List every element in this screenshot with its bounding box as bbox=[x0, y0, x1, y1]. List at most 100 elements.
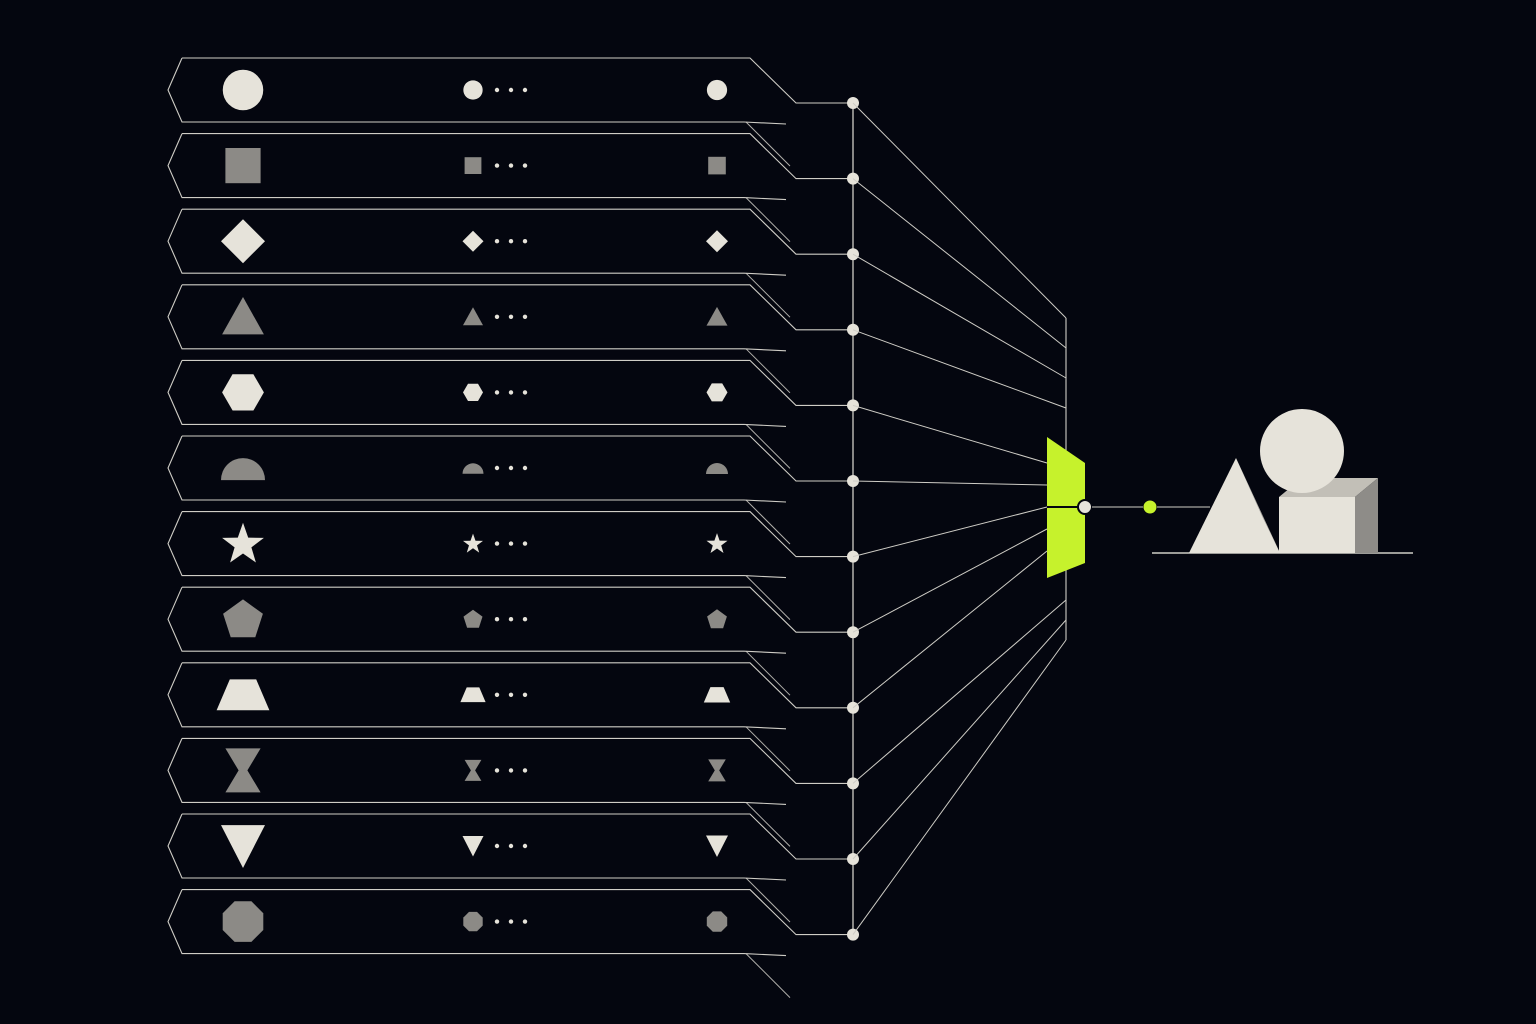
row-banner-bevel bbox=[745, 272, 791, 318]
input-row bbox=[167, 737, 853, 847]
inverted-triangle-icon bbox=[706, 835, 728, 857]
octagon-icon bbox=[706, 911, 728, 932]
ellipsis-dot bbox=[494, 163, 500, 168]
hourglass-icon bbox=[225, 748, 261, 793]
cube-side-face bbox=[1355, 478, 1378, 553]
row-banner-bottom-edge bbox=[167, 133, 787, 201]
hourglass-icon bbox=[708, 759, 726, 782]
circle-icon bbox=[222, 69, 264, 111]
ellipsis-dot bbox=[522, 239, 528, 244]
input-row bbox=[167, 133, 853, 242]
hourglass-icon bbox=[464, 759, 482, 781]
ellipsis-dot bbox=[522, 390, 528, 395]
ellipsis-dot bbox=[508, 541, 514, 546]
pentagon-icon bbox=[463, 609, 483, 628]
cube-icon bbox=[1279, 497, 1355, 553]
ellipsis-dot bbox=[522, 617, 528, 622]
circle-icon bbox=[463, 80, 483, 100]
half-circle-icon bbox=[462, 463, 484, 474]
octagon-icon bbox=[463, 911, 483, 932]
row-banner-top-edge bbox=[182, 586, 853, 633]
ellipsis-dot bbox=[522, 692, 528, 697]
ellipsis-dot bbox=[508, 390, 514, 395]
fan-in-lines bbox=[852, 102, 1067, 935]
ellipsis-dot bbox=[494, 239, 500, 244]
ellipsis-dot bbox=[508, 87, 514, 93]
triangle-icon bbox=[463, 307, 483, 326]
row-banner-bottom-edge bbox=[167, 360, 787, 427]
star-icon bbox=[222, 522, 264, 563]
octagon-icon bbox=[463, 911, 483, 932]
square-icon bbox=[464, 157, 482, 174]
fan-in-line bbox=[852, 528, 1048, 633]
ellipsis-dot bbox=[494, 692, 500, 697]
input-row bbox=[167, 57, 853, 167]
ellipsis-dot bbox=[494, 843, 500, 849]
hexagon-icon bbox=[706, 383, 728, 402]
row-banner-top-edge bbox=[182, 208, 853, 255]
ellipsis-dot bbox=[494, 390, 500, 395]
input-row bbox=[167, 586, 853, 696]
fan-in-line bbox=[852, 178, 1067, 349]
row-banner-bevel bbox=[745, 953, 791, 998]
fan-in-line bbox=[852, 480, 1048, 486]
hexagon-icon bbox=[706, 383, 728, 402]
pentagon-icon bbox=[463, 609, 483, 628]
ellipsis-dot bbox=[508, 768, 514, 773]
input-row bbox=[167, 435, 853, 545]
ellipsis-dot bbox=[494, 768, 500, 773]
row-banner-bevel bbox=[745, 197, 791, 242]
input-row bbox=[167, 511, 853, 620]
half-circle-icon bbox=[221, 458, 265, 481]
sphere-icon bbox=[1260, 409, 1344, 493]
ellipsis-dot bbox=[522, 541, 528, 546]
ellipsis-dot bbox=[508, 465, 514, 471]
trapezoid-icon bbox=[703, 687, 731, 703]
row-banner-top-edge bbox=[182, 889, 853, 936]
row-banner-bottom-edge bbox=[167, 586, 787, 654]
ellipsis-dot bbox=[508, 919, 514, 924]
ellipsis-dot bbox=[522, 87, 528, 93]
connector-bus bbox=[847, 97, 859, 941]
fan-in-line bbox=[852, 404, 1048, 464]
ellipsis-dot bbox=[508, 692, 514, 697]
half-circle-icon bbox=[221, 458, 265, 481]
triangle-icon bbox=[706, 306, 728, 326]
input-row bbox=[167, 662, 853, 772]
hexagon-icon bbox=[222, 374, 264, 411]
row-banner-bevel bbox=[745, 650, 791, 696]
hexagon-icon bbox=[463, 383, 483, 401]
inverted-triangle-icon bbox=[221, 825, 265, 868]
row-banner-top-edge bbox=[182, 813, 853, 860]
fan-in-line bbox=[852, 253, 1067, 379]
hourglass-icon bbox=[225, 748, 261, 793]
row-banner-bottom-edge bbox=[167, 813, 787, 881]
input-row bbox=[167, 208, 853, 318]
ellipsis-dot bbox=[494, 87, 500, 93]
row-banner-bevel bbox=[745, 575, 791, 620]
ellipsis-dot bbox=[494, 919, 500, 924]
trapezoid-icon bbox=[460, 687, 486, 703]
row-banner-bottom-edge bbox=[167, 57, 787, 125]
inverted-triangle-icon bbox=[706, 835, 728, 857]
star-icon bbox=[222, 522, 264, 563]
star-icon bbox=[463, 533, 483, 553]
input-row bbox=[167, 813, 853, 923]
row-banner-bevel bbox=[745, 726, 791, 772]
output-scene bbox=[1152, 409, 1413, 554]
triangle-shadow bbox=[1236, 458, 1280, 553]
row-banner-bevel bbox=[745, 348, 791, 394]
trapezoid-icon bbox=[216, 679, 270, 711]
square-icon bbox=[708, 156, 726, 175]
row-banner-bevel bbox=[745, 802, 791, 847]
row-banner-bottom-edge bbox=[167, 208, 787, 276]
square-icon bbox=[225, 148, 261, 184]
circle-icon bbox=[222, 69, 264, 111]
row-banner-bottom-edge bbox=[167, 738, 787, 805]
inverted-triangle-icon bbox=[221, 825, 265, 868]
row-banner-top-edge bbox=[182, 57, 853, 104]
pentagon-icon bbox=[223, 599, 263, 638]
input-row bbox=[167, 284, 853, 394]
circle-icon bbox=[463, 80, 483, 100]
